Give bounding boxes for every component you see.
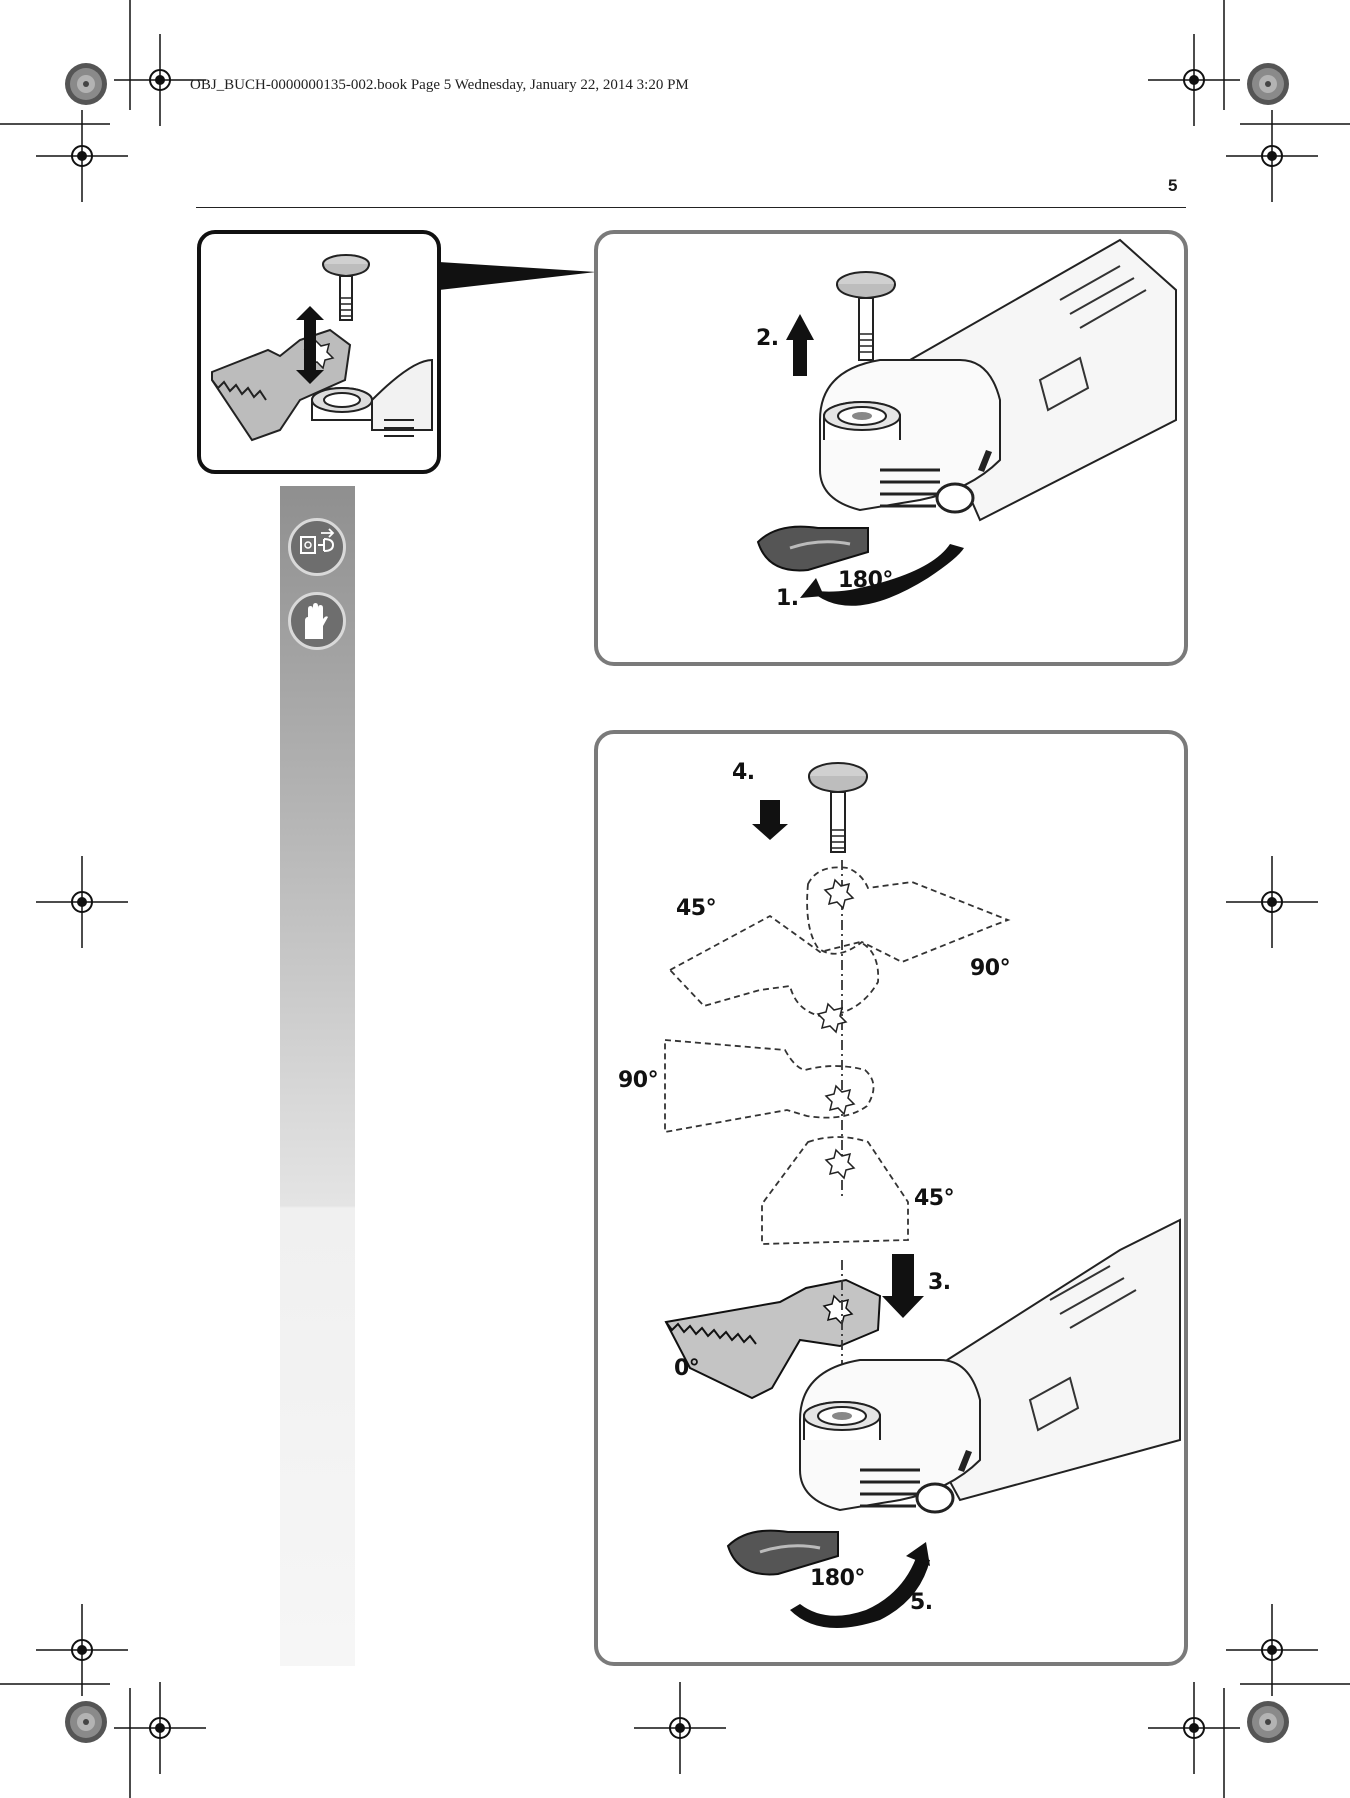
- multitool-drawing-bottom: [726, 1218, 1181, 1576]
- angle-90-top-right-label: 90°: [970, 956, 1011, 981]
- blade-positions-dashed: [664, 860, 1011, 1245]
- arrow-down-icon: [752, 800, 788, 840]
- angle-90-mid-left-label: 90°: [618, 1068, 659, 1093]
- angle-45-lower-label: 45°: [914, 1186, 955, 1211]
- step-5-label: 5.: [910, 1590, 933, 1615]
- multitool-drawing-top: [756, 238, 1177, 606]
- step-1-label: 1.: [776, 586, 799, 611]
- arrow-down-icon: [882, 1254, 924, 1318]
- blade-zero-position: [664, 1260, 882, 1400]
- page-number: 5: [1168, 176, 1178, 195]
- sidebar-strip: [280, 486, 355, 1666]
- step-4-label: 4.: [732, 760, 755, 785]
- step-3-label: 3.: [928, 1270, 951, 1295]
- figure-frame-bottom: [594, 730, 1188, 1666]
- angle-0-label: 0°: [674, 1356, 700, 1381]
- header-rule: [196, 207, 1186, 208]
- angle-180-top-label: 180°: [838, 568, 893, 593]
- angle-45-top-left-label: 45°: [676, 896, 717, 921]
- angle-180-bottom-label: 180°: [810, 1566, 865, 1591]
- header-book-info: OBJ_BUCH-0000000135-002.book Page 5 Wedn…: [190, 77, 689, 93]
- screw-bottom: [752, 762, 868, 853]
- arrow-up-icon: [786, 314, 814, 376]
- unplug-icon: [288, 518, 346, 576]
- rotate-arrow-icon: [790, 1558, 930, 1628]
- gloves-icon: [288, 592, 346, 650]
- rotate-arrow-icon: [808, 544, 964, 606]
- step-2-label: 2.: [756, 326, 779, 351]
